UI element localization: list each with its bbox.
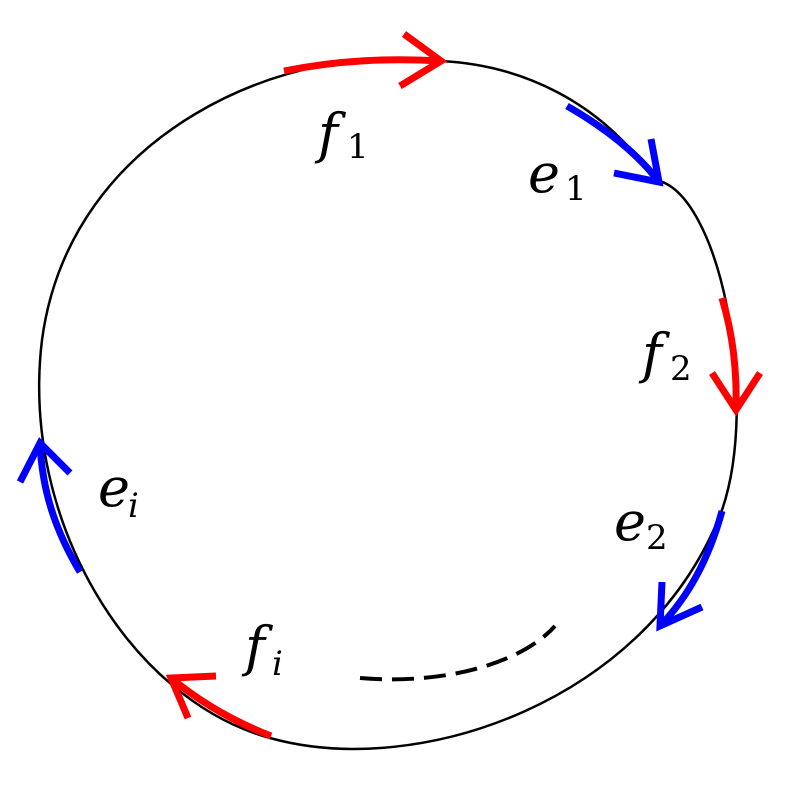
ei-arc [36, 442, 84, 574]
label-f2-base: f [638, 322, 670, 385]
f2-arc [718, 297, 740, 411]
label-fi-sub: i [272, 644, 283, 684]
e2-arrowhead [656, 581, 704, 632]
label-ei-base: e [98, 456, 130, 519]
e1-arrowhead [613, 138, 664, 187]
e2-arc [657, 510, 726, 629]
label-f2: f 2 [638, 322, 692, 389]
f2-arrowhead [709, 371, 763, 417]
f1-arrowhead [398, 31, 448, 89]
continuation-dashes [359, 624, 557, 682]
label-fi: f i [241, 615, 283, 684]
main-circle [37, 56, 738, 751]
label-f1: f 1 [314, 102, 369, 167]
label-f2-sub: 2 [670, 349, 692, 389]
label-fi-base: f [241, 615, 273, 678]
fi-arrowhead [165, 672, 217, 720]
label-ei-sub: i [128, 486, 139, 526]
f1-arc [283, 56, 442, 75]
e1-arc [565, 102, 662, 185]
label-e1: e 1 [528, 142, 587, 209]
label-f1-base: f [314, 102, 346, 165]
fi-arc [168, 675, 273, 740]
label-e1-base: e [528, 142, 560, 205]
label-e2-sub: 2 [646, 518, 668, 558]
label-ei: e i [98, 456, 139, 526]
ei-arrowhead [16, 437, 73, 484]
label-e2-base: e [614, 490, 646, 553]
label-e2: e 2 [614, 490, 668, 558]
label-e1-sub: 1 [565, 169, 587, 209]
label-f1-sub: 1 [347, 127, 369, 167]
